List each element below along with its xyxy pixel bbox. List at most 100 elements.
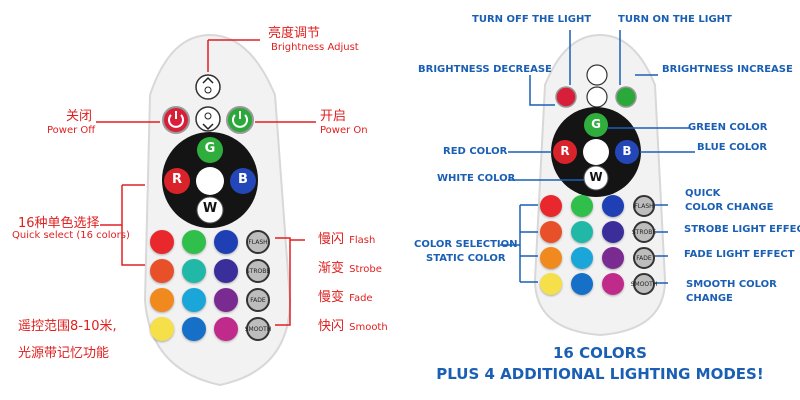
color-swatch[interactable] — [214, 259, 238, 283]
button-letter-r: R — [171, 172, 182, 187]
left-panel: FLASH STROBE FADE SMOOTH 亮度调节 Brightness Ad… — [12, 26, 388, 387]
white-button — [196, 196, 224, 224]
smooth-2: CHANGE — [686, 293, 733, 304]
red-button — [164, 168, 190, 194]
mode-button[interactable]: FADE — [246, 288, 270, 312]
power-on-en: Power On — [320, 125, 368, 136]
right-callout-lines — [500, 30, 695, 284]
footer-line-1: 16 COLORS — [553, 344, 647, 362]
turn-on-label: TURN ON THE LIGHT — [618, 14, 732, 25]
color-swatch[interactable] — [571, 195, 593, 217]
button-letter-r: R — [560, 144, 570, 158]
color-swatch[interactable] — [540, 221, 562, 243]
smooth-en: Smooth — [349, 322, 388, 333]
left-remote-svg — [96, 33, 316, 387]
white-button — [583, 165, 609, 191]
color-swatch[interactable] — [150, 317, 174, 341]
flash-cn: 慢闪 — [318, 232, 345, 247]
brightness-en: Brightness Adjust — [271, 42, 359, 53]
color-swatch[interactable] — [150, 288, 174, 312]
green-button — [584, 113, 608, 137]
right-remote-svg — [500, 30, 695, 337]
brightness-cn: 亮度调节 — [268, 26, 321, 41]
button-letter-g: G — [591, 117, 601, 131]
brightness-down-button — [195, 106, 221, 132]
color-swatch[interactable] — [540, 247, 562, 269]
button-letter-b: B — [238, 172, 248, 187]
color-swatch[interactable] — [182, 317, 206, 341]
right-panel: FLASH STROBE FADE SMOOTH TURN OFF THE LIGHT… — [400, 0, 800, 400]
smooth-cn: 快闪 — [318, 319, 345, 334]
blue-button — [615, 140, 639, 164]
mode-button[interactable]: SMOOTH — [631, 273, 657, 295]
color-swatch[interactable] — [182, 288, 206, 312]
strobe-label: 渐变 Strobe — [318, 257, 382, 276]
color-swatch[interactable] — [602, 247, 624, 269]
quick-select-en: Quick select (16 colors) — [12, 230, 130, 241]
blue-button — [230, 168, 256, 194]
mode-button[interactable]: FLASH — [246, 230, 270, 254]
strobe-cn: 渐变 — [318, 261, 345, 276]
color-swatch[interactable] — [182, 259, 206, 283]
color-swatch[interactable] — [540, 273, 562, 295]
power-off-button — [162, 106, 190, 134]
color-swatch[interactable] — [214, 288, 238, 312]
center-white-button — [583, 139, 609, 165]
power-on-button — [615, 86, 637, 108]
flash-label: 慢闪 Flash — [318, 228, 375, 247]
blue-color-label: BLUE COLOR — [697, 142, 768, 153]
button-letter-b: B — [622, 144, 632, 158]
power-off-cn: 关闭 — [66, 109, 93, 124]
memory-line-1: 遥控范围8-10米, — [18, 319, 117, 334]
power-off-en: Power Off — [47, 125, 96, 136]
memory-line-2: 光源带记忆功能 — [18, 346, 110, 361]
footer-line-2: PLUS 4 ADDITIONAL LIGHTING MODES! — [436, 365, 764, 383]
mode-button[interactable]: SMOOTH — [245, 317, 271, 341]
brightness-up-button — [586, 64, 608, 86]
fade-cn: 慢变 — [318, 290, 345, 305]
red-button — [553, 140, 577, 164]
green-button — [197, 137, 223, 163]
fade-label: 慢变 Fade — [318, 286, 373, 305]
color-swatch[interactable] — [602, 273, 624, 295]
color-swatch[interactable] — [214, 317, 238, 341]
mode-button[interactable]: STROBE — [246, 259, 270, 283]
power-off-button — [555, 86, 577, 108]
button-letter-w: W — [589, 170, 603, 184]
power-on-button — [226, 106, 254, 134]
green-color-label: GREEN COLOR — [688, 122, 768, 133]
smooth-label: 快闪 Smooth — [318, 315, 388, 334]
strobe-effect-label: STROBE LIGHT EFFECT — [684, 224, 800, 235]
color-swatch[interactable] — [182, 230, 206, 254]
center-white-button — [196, 167, 224, 195]
white-color-label: WHITE COLOR — [437, 173, 516, 184]
power-on-cn: 开启 — [320, 109, 347, 124]
fade-effect-label: FADE LIGHT EFFECT — [684, 249, 795, 260]
mode-button[interactable]: FLASH — [633, 195, 655, 217]
color-swatch[interactable] — [150, 230, 174, 254]
brightness-decrease-label: BRIGHTNESS DECREASE — [418, 64, 552, 75]
smooth-1: SMOOTH COLOR — [686, 279, 777, 290]
brightness-up-button — [195, 74, 221, 100]
color-swatch[interactable] — [571, 221, 593, 243]
button-letter-g: G — [204, 141, 216, 156]
color-swatch[interactable] — [540, 195, 562, 217]
red-color-label: RED COLOR — [443, 146, 508, 157]
color-swatch[interactable] — [150, 259, 174, 283]
brightness-down-button — [586, 86, 608, 108]
color-swatch[interactable] — [571, 247, 593, 269]
quick-color-change-1: QUICK — [685, 188, 721, 199]
strobe-en: Strobe — [349, 264, 382, 275]
color-swatch[interactable] — [571, 273, 593, 295]
color-swatch[interactable] — [214, 230, 238, 254]
color-selection-1: COLOR SELECTION — [414, 239, 518, 250]
turn-off-label: TURN OFF THE LIGHT — [472, 14, 592, 25]
flash-en: Flash — [349, 235, 376, 246]
quick-select-cn: 16种单色选择 — [18, 216, 100, 231]
button-letter-w: W — [202, 201, 218, 216]
color-swatch[interactable] — [602, 221, 624, 243]
left-callout-lines — [96, 39, 316, 326]
mode-button[interactable]: STROBE — [632, 221, 656, 243]
mode-button[interactable]: FADE — [633, 247, 655, 269]
color-swatch[interactable] — [602, 195, 624, 217]
